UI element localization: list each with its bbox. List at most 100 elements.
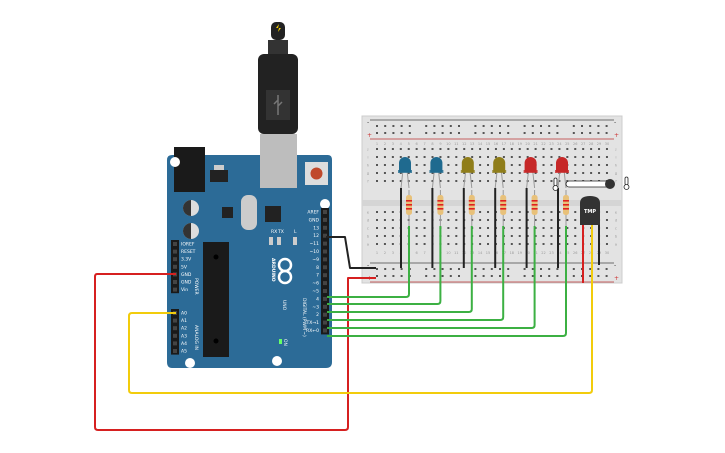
rail-hole[interactable] [441, 268, 444, 270]
pin-A5[interactable] [173, 349, 177, 353]
breadboard-hole[interactable] [479, 211, 482, 213]
breadboard-hole[interactable] [391, 180, 394, 182]
pin-TX1[interactable] [323, 320, 327, 325]
rail-hole[interactable] [499, 268, 501, 270]
breadboard-hole[interactable] [590, 148, 593, 150]
breadboard-hole[interactable] [455, 164, 458, 166]
breadboard-hole[interactable] [487, 180, 490, 182]
breadboard-hole[interactable] [439, 180, 442, 182]
rail-hole[interactable] [572, 125, 575, 127]
breadboard-hole[interactable] [479, 180, 482, 182]
rail-hole[interactable] [458, 132, 460, 134]
led[interactable] [429, 157, 444, 189]
rail-hole[interactable] [605, 132, 608, 134]
rail-hole[interactable] [408, 125, 411, 127]
rail-hole[interactable] [605, 268, 608, 270]
breadboard-hole[interactable] [598, 156, 601, 158]
rail-hole[interactable] [458, 275, 460, 277]
breadboard-hole[interactable] [582, 164, 585, 166]
rail-hole[interactable] [597, 132, 600, 134]
breadboard-hole[interactable] [415, 211, 418, 213]
breadboard-hole[interactable] [447, 180, 450, 182]
rail-hole[interactable] [556, 132, 559, 134]
breadboard-hole[interactable] [399, 148, 402, 150]
temperature-slider[interactable] [552, 176, 630, 191]
resistor[interactable] [531, 190, 538, 226]
breadboard-hole[interactable] [558, 227, 561, 229]
breadboard-hole[interactable] [526, 211, 529, 213]
rail-hole[interactable] [548, 268, 551, 270]
breadboard-hole[interactable] [542, 180, 545, 182]
rail-hole[interactable] [482, 125, 485, 127]
led-signal-wire-3[interactable] [327, 226, 536, 329]
breadboard-hole[interactable] [526, 219, 529, 221]
breadboard-hole[interactable] [605, 164, 608, 166]
breadboard-hole[interactable] [566, 243, 569, 245]
breadboard-hole[interactable] [391, 172, 394, 174]
breadboard-hole[interactable] [376, 243, 378, 245]
breadboard-hole[interactable] [415, 156, 418, 158]
tmp36-temperature-sensor[interactable]: TMP [580, 196, 600, 225]
breadboard-hole[interactable] [487, 243, 490, 245]
breadboard-hole[interactable] [526, 235, 529, 237]
breadboard-hole[interactable] [582, 156, 585, 158]
rail-hole[interactable] [474, 275, 477, 277]
breadboard-hole[interactable] [590, 156, 593, 158]
breadboard-hole[interactable] [550, 164, 553, 166]
breadboard-hole[interactable] [550, 227, 553, 229]
breadboard-hole[interactable] [534, 219, 537, 221]
led[interactable] [523, 157, 538, 189]
breadboard-hole[interactable] [431, 180, 434, 182]
rail-hole[interactable] [556, 125, 559, 127]
breadboard-hole[interactable] [471, 156, 474, 158]
breadboard-hole[interactable] [423, 211, 426, 213]
breadboard-hole[interactable] [376, 219, 378, 221]
led[interactable] [398, 157, 412, 189]
breadboard-hole[interactable] [518, 164, 521, 166]
breadboard-hole[interactable] [518, 172, 521, 174]
rail-hole[interactable] [392, 132, 395, 134]
breadboard-hole[interactable] [574, 148, 577, 150]
breadboard-hole[interactable] [391, 227, 394, 229]
pin-A1[interactable] [173, 318, 177, 323]
breadboard-hole[interactable] [463, 148, 466, 150]
breadboard-hole[interactable] [494, 148, 497, 150]
rail-hole[interactable] [548, 132, 551, 134]
breadboard-hole[interactable] [502, 219, 505, 221]
rail-hole[interactable] [400, 268, 403, 270]
pin-7[interactable] [323, 273, 327, 278]
breadboard-hole[interactable] [415, 219, 418, 221]
breadboard-hole[interactable] [518, 180, 521, 182]
breadboard-hole[interactable] [550, 148, 553, 150]
breadboard-hole[interactable] [550, 235, 553, 237]
breadboard-hole[interactable] [455, 235, 458, 237]
pin-IOREF[interactable] [173, 242, 177, 246]
breadboard-hole[interactable] [455, 156, 458, 158]
power-wire-5v[interactable] [94, 273, 376, 431]
pin-4[interactable] [323, 296, 327, 301]
breadboard-hole[interactable] [542, 227, 545, 229]
rail-hole[interactable] [384, 275, 387, 277]
ground-wire-arduino[interactable] [326, 236, 376, 269]
resistor[interactable] [563, 190, 569, 226]
pin-2[interactable] [323, 312, 327, 317]
breadboard-hole[interactable] [423, 235, 426, 237]
rail-hole[interactable] [425, 268, 428, 270]
breadboard-hole[interactable] [574, 172, 577, 174]
rail-hole[interactable] [441, 132, 444, 134]
breadboard-hole[interactable] [487, 219, 490, 221]
rail-hole[interactable] [548, 125, 551, 127]
rail-hole[interactable] [490, 132, 493, 134]
breadboard-hole[interactable] [574, 211, 577, 213]
rail-hole[interactable] [490, 275, 493, 277]
breadboard-hole[interactable] [510, 227, 513, 229]
breadboard-hole[interactable] [479, 227, 482, 229]
rail-hole[interactable] [384, 125, 387, 127]
rail-hole[interactable] [400, 275, 403, 277]
pin-9[interactable] [323, 257, 327, 262]
breadboard-hole[interactable] [479, 156, 482, 158]
breadboard-hole[interactable] [383, 219, 386, 221]
resistor[interactable] [500, 190, 507, 226]
breadboard-hole[interactable] [542, 164, 545, 166]
breadboard-hole[interactable] [526, 156, 529, 158]
